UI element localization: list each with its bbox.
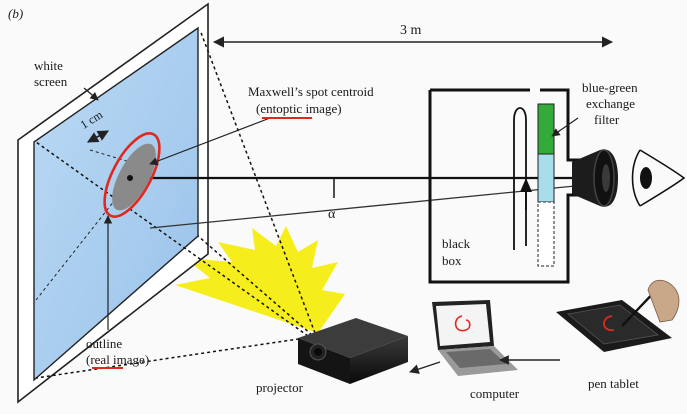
- outline-label-1: outline: [86, 336, 122, 351]
- computer-laptop: [432, 300, 518, 376]
- outline-label-2: (real image): [86, 352, 149, 367]
- projector-device: [298, 318, 408, 384]
- projector-light-burst: [175, 226, 345, 333]
- pen-tablet-device: [556, 279, 680, 352]
- filter-label-3: filter: [594, 112, 620, 127]
- pen-tablet-label: pen tablet: [588, 376, 639, 391]
- screen-guides: [35, 149, 131, 301]
- eyepiece-lens: [602, 164, 610, 192]
- filter-slot: [537, 201, 555, 267]
- angle-label: α: [328, 207, 336, 222]
- sight-line-angled: [149, 184, 586, 229]
- spot-centroid-dot: [127, 175, 133, 181]
- computer-label: computer: [470, 386, 520, 401]
- exchange-loop-arrow: [513, 107, 527, 250]
- box-label-1: black: [442, 236, 471, 251]
- white-screen-label-2: screen: [34, 74, 68, 89]
- box-label-2: box: [442, 253, 462, 268]
- filter-green: [537, 103, 555, 155]
- projector-label: projector: [256, 380, 304, 395]
- eye-icon: [631, 149, 686, 207]
- arrow-computer-to-projector: [409, 361, 441, 374]
- label-pointers: [83, 87, 579, 330]
- scale-bar: [87, 130, 109, 143]
- white-screen-label-1: white: [34, 58, 63, 73]
- panel-label: (b): [8, 6, 23, 21]
- filter-label-1: blue-green: [582, 80, 638, 95]
- spot-label-2: (entoptic image): [256, 101, 342, 116]
- projection-rays: [35, 29, 316, 379]
- exchange-arrow-head: [520, 178, 532, 192]
- maxwell-spot: [112, 143, 156, 211]
- spot-label-1: Maxwell’s spot centroid: [248, 84, 374, 99]
- filter-cyan: [537, 153, 555, 203]
- filter-label-2: exchange: [586, 96, 635, 111]
- distance-label: 3 m: [400, 23, 422, 38]
